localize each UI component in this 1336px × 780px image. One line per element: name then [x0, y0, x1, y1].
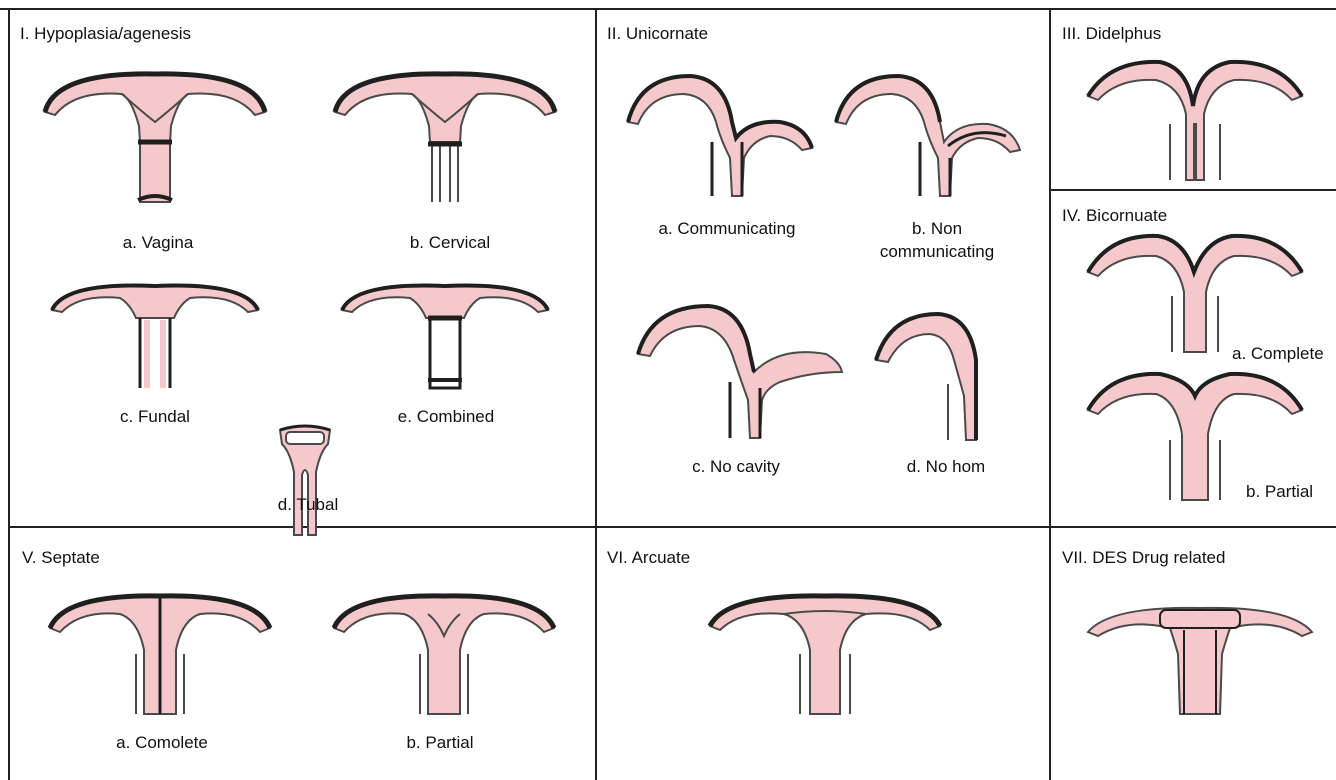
- panel-title-unicornate: II. Unicornate: [607, 24, 708, 44]
- panel-title-septate: V. Septate: [22, 548, 100, 568]
- panel-title-hypoplasia: I. Hypoplasia/agenesis: [20, 24, 191, 44]
- caption-bicornuate-complete: a. Complete: [1232, 344, 1324, 364]
- uterus-tubal-agenesis: [270, 420, 340, 540]
- caption-nohorn: d. No hom: [907, 456, 985, 477]
- caption-nocavity: c. No cavity: [692, 456, 780, 477]
- caption-tubal: d. Tubal: [278, 494, 339, 515]
- caption-cervical: b. Cervical: [410, 232, 490, 253]
- panel-title-didelphus: III. Didelphus: [1062, 24, 1161, 44]
- caption-septate-partial: b. Partial: [406, 732, 473, 753]
- uterus-arcuate: [700, 580, 950, 720]
- caption-communicating: a. Communicating: [658, 218, 795, 239]
- uterus-unicornate-communicating: [620, 62, 830, 202]
- uterus-vaginal-agenesis: [30, 60, 280, 210]
- uterus-fundal-agenesis: [40, 268, 270, 398]
- uterus-didelphus: [1080, 54, 1310, 184]
- uterus-unicornate-noncommunicating: [828, 62, 1038, 202]
- caption-noncommunicating: communicating: [880, 241, 994, 262]
- uterus-unicornate-nocavity: [630, 292, 860, 442]
- uterus-bicornuate-complete: [1080, 226, 1310, 356]
- panel-title-bicornuate: IV. Bicornuate: [1062, 206, 1167, 226]
- caption-vagina: a. Vagina: [123, 232, 194, 253]
- uterus-septate-partial: [324, 580, 564, 720]
- caption-non: b. Non: [912, 218, 962, 239]
- uterus-unicornate-nohorn: [868, 300, 1018, 445]
- uterus-des-drug-related: [1080, 590, 1320, 720]
- uterus-cervical-agenesis: [320, 60, 570, 210]
- uterus-combined-agenesis: [330, 268, 560, 398]
- caption-septate-complete: a. Comolete: [116, 732, 208, 753]
- caption-bicornuate-partial: b. Partial: [1246, 482, 1313, 502]
- caption-combined: e. Combined: [398, 406, 494, 427]
- panel-title-arcuate: VI. Arcuate: [607, 548, 690, 568]
- panel-title-des: VII. DES Drug related: [1062, 548, 1225, 568]
- uterus-septate-complete: [40, 580, 280, 720]
- caption-fundal: c. Fundal: [120, 406, 190, 427]
